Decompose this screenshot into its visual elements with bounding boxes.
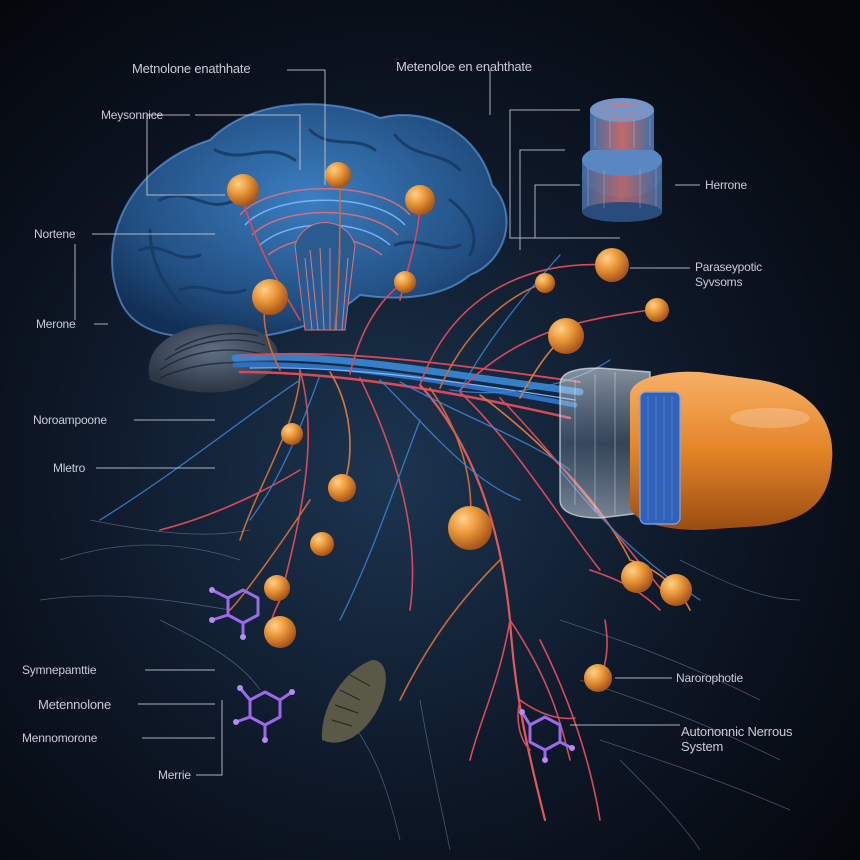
label-metro: Mletro (53, 461, 86, 475)
label-noroampone: Noroampoone (33, 413, 107, 427)
label-neurophotic: Narorophotie (676, 671, 743, 685)
label-top-left: Meysonnice (101, 108, 164, 122)
label-metenolone-enanthate-2: Metenoloe en enahthate (396, 59, 532, 74)
droplets (227, 162, 692, 692)
label-mennomorone: Mennomorone (22, 731, 98, 745)
label-metenolone-enanthate-1: Metnolone enathhate (132, 61, 251, 76)
capsule (559, 367, 833, 530)
organism (321, 660, 386, 743)
label-hormone: Herrone (705, 178, 747, 192)
receptor-discs (582, 98, 662, 222)
molecule-atoms (209, 587, 575, 763)
label-sympathetic: Symnepamttie (22, 663, 97, 677)
label-merrie: Merrie (158, 768, 191, 782)
nerve-bundle (231, 352, 584, 420)
label-leaders (74, 69, 700, 776)
label-autonomic-nervous-system: Autononnic Nerrous System (681, 724, 793, 754)
label-metenolone: Metennolone (38, 697, 111, 712)
label-parasympathetic: Paraseypotic Syvsoms (695, 260, 762, 289)
label-nortene: Nortene (34, 227, 76, 241)
label-morone: Merone (36, 317, 76, 331)
dendrites (39, 519, 801, 851)
cerebellum (148, 324, 278, 393)
